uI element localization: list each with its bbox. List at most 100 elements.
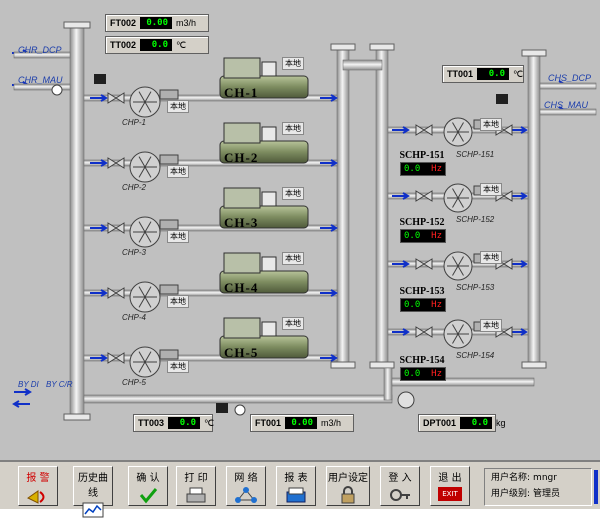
schp-local-tag[interactable]: 本地 — [480, 118, 502, 131]
pump-local-tag[interactable]: 本地 — [167, 230, 189, 243]
pump-blade — [138, 221, 146, 233]
chiller-local-tag[interactable]: 本地 — [282, 187, 304, 200]
flow-arrow — [90, 159, 108, 167]
sensor-icon — [216, 403, 228, 413]
tt002-display[interactable]: TT002 0.0 ℃ — [105, 36, 209, 54]
pump-local-tag[interactable]: 本地 — [167, 360, 189, 373]
chiller-local-tag[interactable]: 本地 — [282, 252, 304, 265]
flow-arrow — [90, 354, 108, 362]
bottom-toolbar: 报 警 历史曲线 确 认 打 印 网 络 报 表 用户设定 登 入 退 出 EX… — [0, 460, 600, 518]
valve-icon — [107, 287, 125, 299]
pump-blade — [138, 286, 146, 298]
chiller-panel — [261, 256, 277, 272]
schp-frequency-unit: Hz — [431, 164, 442, 174]
schp-frequency-display[interactable]: 0.0 Hz — [400, 229, 446, 243]
pump-local-tag[interactable]: 本地 — [167, 100, 189, 113]
user-settings-label: 用户设定 — [328, 473, 368, 484]
chiller-name[interactable]: CH-1 — [224, 85, 259, 100]
ft002-display[interactable]: FT002 0.00 m3/h — [105, 14, 209, 32]
schp-frequency-display[interactable]: 0.0 Hz — [400, 367, 446, 381]
ft001-display[interactable]: FT001 0.00 m3/h — [250, 414, 354, 432]
tt003-display[interactable]: TT003 0.0 ℃ — [133, 414, 214, 432]
pump-blade — [457, 197, 464, 208]
confirm-label: 确 认 — [136, 473, 160, 484]
flow-arrow — [14, 388, 32, 396]
pipe-flange — [369, 361, 395, 369]
alarm-button[interactable]: 报 警 — [18, 466, 58, 506]
network-label: 网 络 — [234, 473, 258, 484]
flow-arrow — [90, 94, 108, 102]
flow-arrow — [510, 192, 528, 200]
schp-frequency-display[interactable]: 0.0 Hz — [400, 298, 446, 312]
valve-icon — [107, 92, 125, 104]
print-button[interactable]: 打 印 — [176, 466, 216, 506]
pump-local-tag[interactable]: 本地 — [167, 295, 189, 308]
sensor-icon — [496, 94, 508, 104]
chiller-compressor — [223, 122, 261, 144]
schp-frequency-value: 0.0 — [404, 300, 421, 310]
pump-blade — [457, 324, 464, 335]
pump-blade — [144, 101, 152, 113]
confirm-button[interactable]: 确 认 — [128, 466, 168, 506]
schp-tag: SCHP-153 — [399, 286, 445, 297]
flow-arrow — [320, 159, 338, 167]
flow-arrow — [510, 328, 528, 336]
pump-blade — [138, 91, 146, 103]
login-button[interactable]: 登 入 — [380, 466, 420, 506]
tt001-tag: TT001 — [447, 69, 474, 79]
user-info-panel: 用户名称:mngr 用户级别:管理员 — [484, 468, 592, 506]
user-name-label: 用户名称: — [491, 473, 531, 483]
pump-local-tag[interactable]: 本地 — [167, 165, 189, 178]
pump-blade — [144, 351, 152, 363]
ft001-unit: m3/h — [321, 418, 342, 428]
pump-blade — [457, 131, 464, 142]
user-settings-button[interactable]: 用户设定 — [326, 466, 370, 506]
history-curve-button[interactable]: 历史曲线 — [73, 466, 113, 518]
chiller-name[interactable]: CH-5 — [224, 345, 259, 360]
schp-frequency-value: 0.0 — [404, 164, 421, 174]
by-cr-label: BY C/R — [46, 380, 73, 389]
chiller-name[interactable]: CH-3 — [224, 215, 259, 230]
network-button[interactable]: 网 络 — [226, 466, 266, 506]
chiller-panel — [261, 191, 277, 207]
chiller-local-tag[interactable]: 本地 — [282, 57, 304, 70]
scada-diagram: CHR_DCP CHR_MAU CHS_DCP CHS_MAU BY DI BY… — [0, 0, 600, 460]
middle-header-pipe-b — [375, 49, 389, 369]
flow-arrow — [320, 354, 338, 362]
schp-frequency-display[interactable]: 0.0 Hz — [400, 162, 446, 176]
ft001-tag: FT001 — [255, 418, 282, 428]
exit-icon: EXIT — [438, 487, 462, 501]
chr-mau-label: CHR_MAU — [18, 75, 63, 85]
chp-label: CHP-4 — [122, 313, 147, 322]
bottom-return-pipe — [83, 394, 393, 404]
schp-local-tag[interactable]: 本地 — [480, 183, 502, 196]
valve-icon — [415, 258, 433, 270]
chiller-compressor — [223, 317, 261, 339]
pump-motor — [159, 89, 179, 100]
exit-button[interactable]: 退 出 EXIT — [430, 466, 470, 506]
schp-tag: SCHP-152 — [399, 217, 445, 228]
dpt001-display[interactable]: DPT001 0.0 kg — [418, 414, 506, 432]
report-icon — [286, 487, 306, 503]
ft002-value: 0.00 — [140, 17, 173, 29]
dpt001-tag: DPT001 — [423, 418, 457, 428]
schp-frequency-value: 0.0 — [404, 369, 421, 379]
report-button[interactable]: 报 表 — [276, 466, 316, 506]
tt001-display[interactable]: TT001 0.0 ℃ — [442, 65, 524, 83]
tt002-unit: ℃ — [176, 39, 187, 50]
schp-local-tag[interactable]: 本地 — [480, 319, 502, 332]
schp-frequency-unit: Hz — [431, 300, 442, 310]
chiller-local-tag[interactable]: 本地 — [282, 317, 304, 330]
pump-blade — [138, 296, 146, 308]
chiller-name[interactable]: CH-4 — [224, 280, 259, 295]
tt002-tag: TT002 — [110, 40, 137, 50]
chiller-local-tag[interactable]: 本地 — [282, 122, 304, 135]
pump-blade — [452, 122, 459, 133]
flow-arrow — [510, 260, 528, 268]
schp-local-tag[interactable]: 本地 — [480, 251, 502, 264]
gauge-icon — [51, 84, 63, 96]
chiller-name[interactable]: CH-2 — [224, 150, 259, 165]
tt003-value: 0.0 — [168, 417, 201, 429]
scroll-edge — [594, 470, 598, 504]
chr-dcp-label: CHR_DCP — [18, 45, 62, 55]
